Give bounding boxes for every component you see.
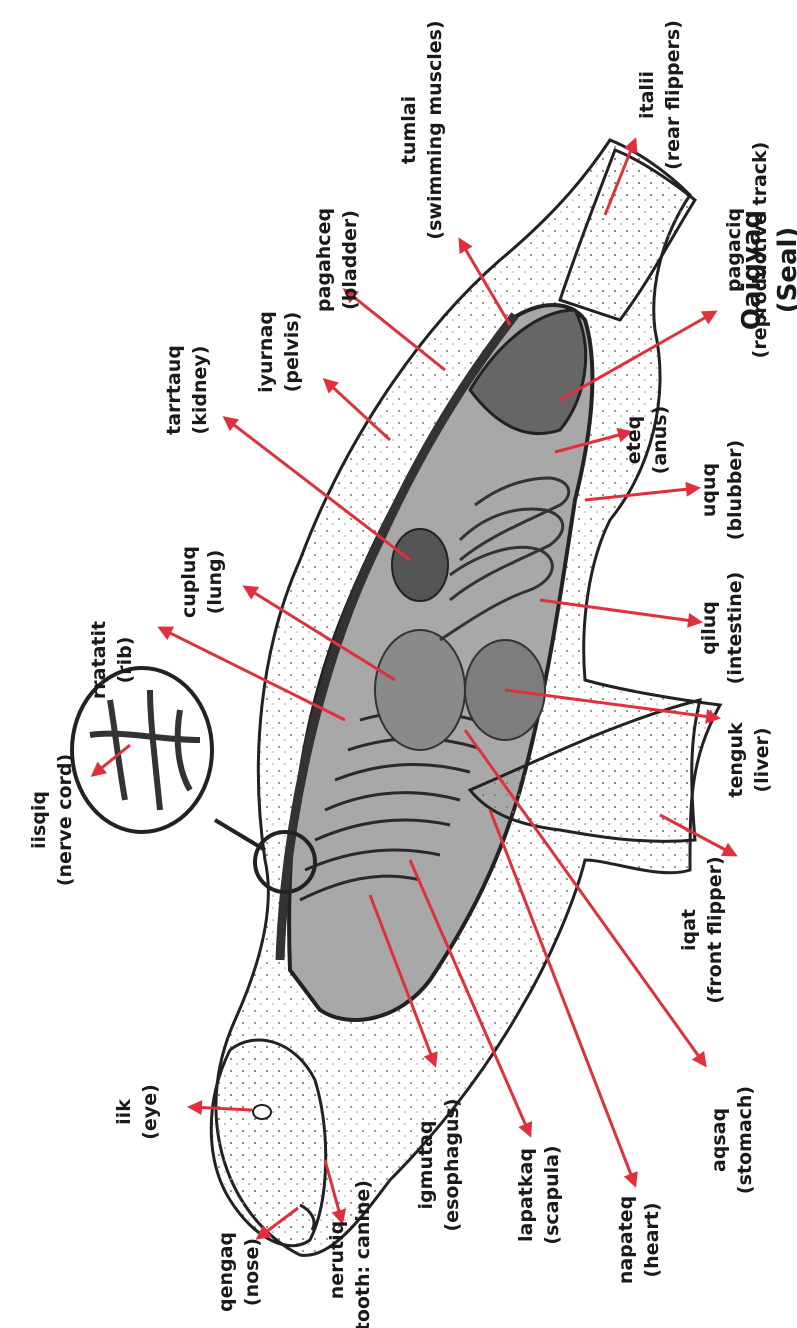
label-native: iik (113, 1099, 135, 1125)
label-native: qengaq (215, 1232, 237, 1312)
label-native: igmutaq (415, 1121, 437, 1210)
label-english: (blubber) (724, 440, 746, 540)
label-english: (kidney) (189, 346, 211, 435)
label-native: iqat (678, 909, 700, 951)
label-cupluq: cupluq (lung) (178, 546, 226, 618)
label-iyurnaq: iyurnaq (pelvis) (255, 311, 303, 393)
label-native: nerutiq (326, 1221, 348, 1300)
label-qengaq: qengaq (nose) (215, 1232, 263, 1312)
label-english: (nose) (241, 1238, 263, 1306)
label-qiluq: qiluq (intestine) (698, 572, 746, 685)
label-english: (lung) (204, 550, 226, 615)
label-english: (stomach) (734, 1086, 756, 1194)
label-tumlai: tumlai (swimming muscles) (398, 20, 446, 239)
label-lapatkaq: lapatkaq (scapula) (515, 1145, 563, 1244)
label-iqat: iqat (front flipper) (678, 856, 726, 1003)
label-tenguk: tenguk (liver) (725, 722, 773, 798)
label-native: tumlai (398, 96, 420, 164)
label-native: eteq (623, 416, 645, 464)
label-native: uquq (698, 463, 720, 517)
label-english: (swimming muscles) (424, 20, 446, 239)
label-english: (tooth: canine) (352, 1180, 374, 1328)
title-english: (Seal) (773, 227, 797, 314)
label-english: (front flipper) (704, 856, 726, 1003)
label-english: (rib) (114, 637, 136, 684)
label-english: (esophagus) (441, 1099, 463, 1232)
label-native: napateq (615, 1196, 637, 1284)
label-english: (liver) (751, 727, 773, 792)
lung-shape (375, 630, 465, 750)
label-english: (eye) (139, 1084, 161, 1140)
label-italii: italii (rear flippers) (636, 20, 684, 170)
label-tarrtauq: tarrtauq (kidney) (163, 345, 211, 435)
label-native: iyurnaq (255, 311, 277, 393)
label-english: (anus) (649, 406, 671, 475)
label-napateq: napateq (heart) (615, 1196, 663, 1284)
seal-body (72, 140, 720, 1255)
label-native: tenguk (725, 722, 747, 798)
label-native: italii (636, 71, 658, 119)
label-native: cupluq (178, 546, 200, 618)
label-english: (reproductive track) (749, 142, 771, 359)
eye-shape (253, 1105, 271, 1119)
label-native: lapatkaq (515, 1148, 537, 1242)
label-english: (heart) (641, 1202, 663, 1277)
label-iik: iik (eye) (113, 1084, 161, 1140)
label-english: (intestine) (724, 572, 746, 685)
label-pagahceq: pagahceq (bladder) (313, 208, 361, 312)
label-aqsaq: aqsaq (stomach) (708, 1086, 756, 1194)
label-native: rratatit (88, 621, 110, 699)
label-english: (nerve cord) (54, 754, 76, 886)
label-native: qiluq (698, 601, 720, 655)
label-native: aqsaq (708, 1108, 730, 1172)
label-english: (scapula) (541, 1145, 563, 1244)
label-native: pagahceq (313, 208, 335, 312)
label-english: (rear flippers) (662, 20, 684, 170)
label-native: tarrtauq (163, 345, 185, 435)
label-iisqiq: iisqiq (nerve cord) (28, 754, 76, 886)
label-english: (bladder) (339, 210, 361, 310)
label-native: pagaciq (723, 208, 745, 292)
label-uquq: uquq (blubber) (698, 440, 746, 540)
label-native: iisqiq (28, 791, 50, 849)
kidney-shape (392, 529, 448, 601)
head-shape (211, 1040, 325, 1246)
label-english: (pelvis) (281, 312, 303, 393)
